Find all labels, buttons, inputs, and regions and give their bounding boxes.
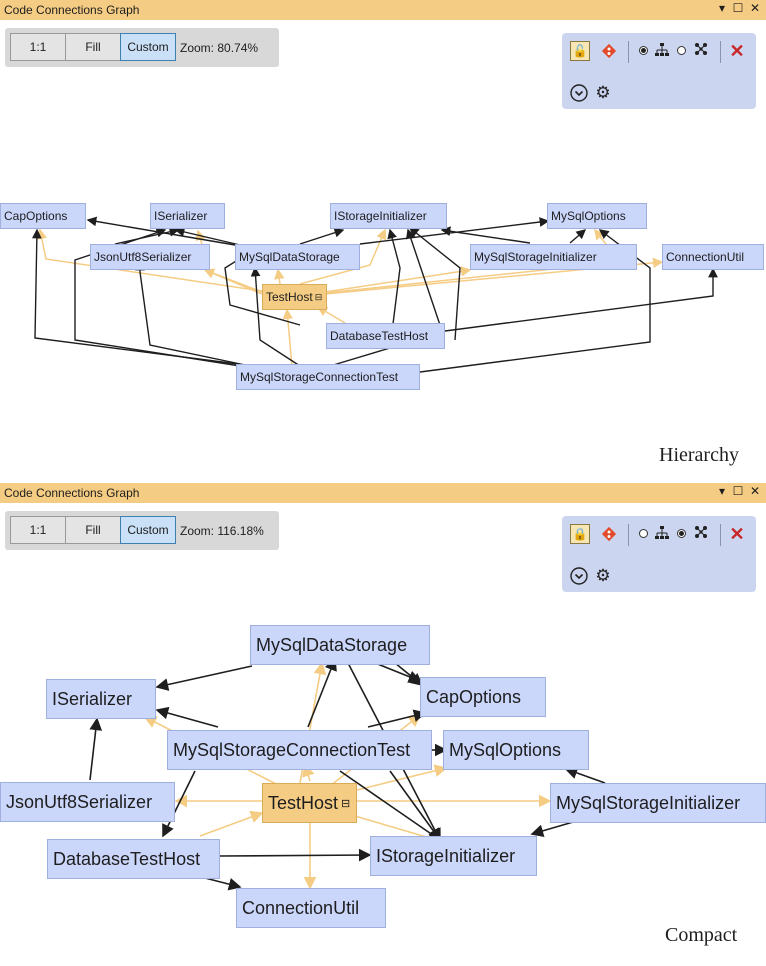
node-mysqlstorageconnectiontest[interactable]: MySqlStorageConnectionTest	[236, 364, 420, 390]
pin-icon: ⊟	[314, 291, 323, 302]
dropdown-icon[interactable]: ▾	[718, 484, 726, 498]
node-capoptions[interactable]: CapOptions	[420, 677, 546, 717]
pin-icon: ⊟	[341, 797, 351, 810]
close-window-icon[interactable]: ✕	[749, 1, 761, 15]
close-icon[interactable]: ✕	[729, 523, 745, 544]
lock-icon[interactable]: 🔒	[570, 524, 590, 544]
zoom-custom-button[interactable]: Custom	[120, 33, 176, 61]
zoom-1to1-button[interactable]: 1:1	[10, 33, 66, 61]
hierarchy-edges	[31, 216, 718, 373]
close-icon[interactable]: ✕	[729, 40, 745, 61]
node-connectionutil[interactable]: ConnectionUtil	[236, 888, 386, 928]
code-connections-panel-compact: Code Connections Graph ▾ ☐ ✕ 1:1 Fill Cu…	[0, 483, 766, 966]
zoom-fill-button[interactable]: Fill	[65, 33, 121, 61]
zoom-level-label: Zoom: 80.74%	[180, 41, 259, 55]
zoom-custom-button[interactable]: Custom	[120, 516, 176, 544]
chevron-down-circle-icon[interactable]	[569, 83, 589, 103]
zoom-fill-button[interactable]: Fill	[65, 516, 121, 544]
git-icon[interactable]	[598, 524, 620, 544]
node-testhost-label: TestHost	[268, 792, 339, 813]
node-jsonutf8serializer[interactable]: JsonUtf8Serializer	[0, 782, 175, 822]
node-testhost[interactable]: TestHost ⊟	[262, 783, 357, 823]
git-icon[interactable]	[598, 41, 620, 61]
layout-caption: Hierarchy	[659, 444, 739, 466]
toolbar-separator	[628, 41, 629, 63]
compact-layout-icon[interactable]	[693, 524, 709, 540]
node-mysqlstorageinitializer[interactable]: MySqlStorageInitializer	[470, 244, 637, 270]
node-mysqlstorageconnectiontest[interactable]: MySqlStorageConnectionTest	[167, 730, 432, 770]
panel-title: Code Connections Graph	[4, 3, 140, 17]
toolbar-separator	[720, 41, 721, 63]
zoom-level-label: Zoom: 116.18%	[180, 524, 264, 538]
close-window-icon[interactable]: ✕	[749, 484, 761, 498]
hierarchy-radio[interactable]	[639, 529, 648, 538]
node-mysqldatastorage[interactable]: MySqlDataStorage	[235, 244, 360, 270]
node-databasetesthost[interactable]: DatabaseTestHost	[326, 323, 445, 349]
panel-titlebar: Code Connections Graph ▾ ☐ ✕	[0, 0, 766, 20]
hierarchy-layout-icon[interactable]	[654, 525, 670, 541]
compact-radio[interactable]	[677, 529, 686, 538]
zoom-1to1-button[interactable]: 1:1	[10, 516, 66, 544]
compact-radio[interactable]	[677, 46, 686, 55]
lock-icon[interactable]: 🔓	[570, 41, 590, 61]
node-connectionutil[interactable]: ConnectionUtil	[662, 244, 764, 270]
node-testhost[interactable]: TestHost ⊟	[262, 284, 327, 310]
zoom-toolbar: 1:1 Fill Custom Zoom: 80.74%	[5, 28, 279, 67]
node-iserializer[interactable]: ISerializer	[46, 679, 156, 719]
panel-title: Code Connections Graph	[4, 486, 140, 500]
gear-icon[interactable]: ⚙	[595, 566, 611, 585]
node-testhost-label: TestHost	[266, 290, 313, 304]
graph-tools-panel: 🔒 ✕ ⚙	[562, 516, 756, 592]
maximize-icon[interactable]: ☐	[732, 484, 744, 498]
node-mysqloptions[interactable]: MySqlOptions	[547, 203, 647, 229]
zoom-toolbar: 1:1 Fill Custom Zoom: 116.18%	[5, 511, 279, 550]
dropdown-icon[interactable]: ▾	[718, 1, 726, 15]
node-jsonutf8serializer[interactable]: JsonUtf8Serializer	[90, 244, 210, 270]
node-databasetesthost[interactable]: DatabaseTestHost	[47, 839, 220, 879]
compact-layout-icon[interactable]	[693, 41, 709, 57]
node-istorageinitializer[interactable]: IStorageInitializer	[330, 203, 447, 229]
node-iserializer[interactable]: ISerializer	[150, 203, 225, 229]
node-capoptions[interactable]: CapOptions	[0, 203, 86, 229]
hierarchy-radio[interactable]	[639, 46, 648, 55]
toolbar-separator	[720, 524, 721, 546]
gear-icon[interactable]: ⚙	[595, 83, 611, 102]
maximize-icon[interactable]: ☐	[732, 1, 744, 15]
node-mysqldatastorage[interactable]: MySqlDataStorage	[250, 625, 430, 665]
node-mysqlstorageinitializer[interactable]: MySqlStorageInitializer	[550, 783, 766, 823]
code-connections-panel-hierarchy: Code Connections Graph ▾ ☐ ✕ 1:1 Fill Cu…	[0, 0, 766, 483]
chevron-down-circle-icon[interactable]	[569, 566, 589, 586]
node-istorageinitializer[interactable]: IStorageInitializer	[370, 836, 537, 876]
layout-caption: Compact	[665, 924, 738, 946]
node-mysqloptions[interactable]: MySqlOptions	[443, 730, 589, 770]
graph-tools-panel: 🔓 ✕ ⚙	[562, 33, 756, 109]
panel-titlebar: Code Connections Graph ▾ ☐ ✕	[0, 483, 766, 503]
hierarchy-layout-icon[interactable]	[654, 42, 670, 58]
toolbar-separator	[628, 524, 629, 546]
